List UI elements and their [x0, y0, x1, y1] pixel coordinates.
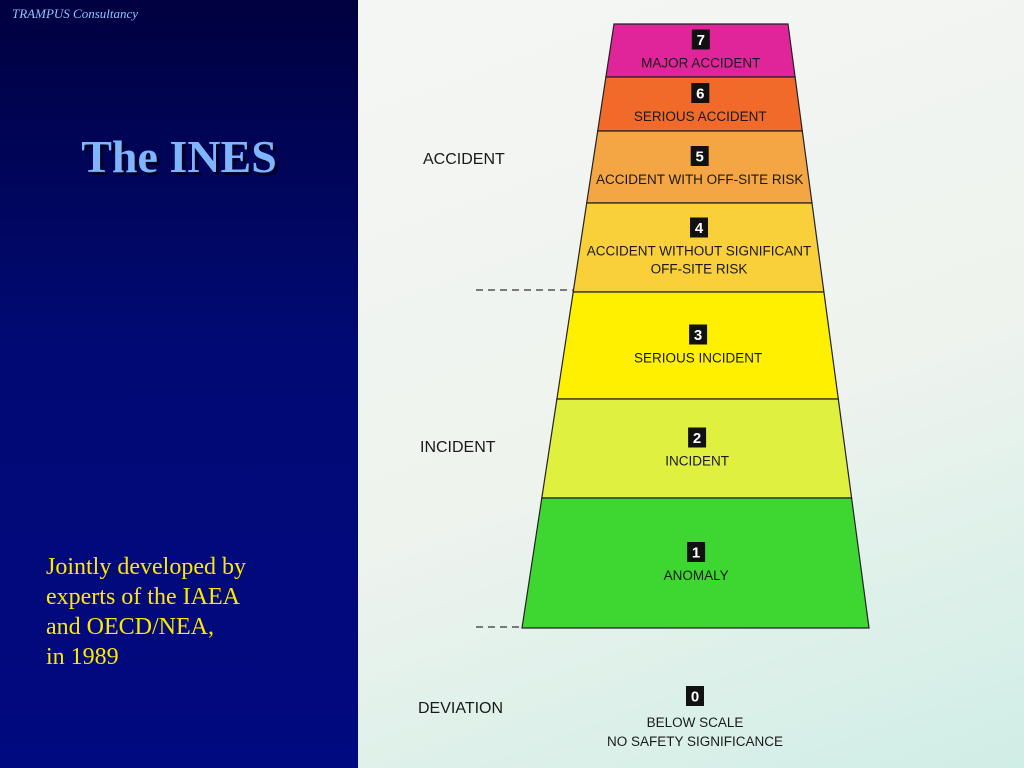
- level-4-label: OFF-SITE RISK: [651, 262, 748, 277]
- level-2-number-box: [688, 427, 707, 448]
- history-note-line: in 1989: [46, 644, 119, 670]
- history-note-line: and OECD/NEA,: [46, 614, 214, 640]
- deviation-category-label: DEVIATION: [418, 700, 503, 717]
- level-3-number-box: [689, 324, 708, 345]
- level-6-label: SERIOUS ACCIDENT: [634, 109, 767, 124]
- level-6-number: 6: [696, 86, 704, 103]
- level-7-number: 7: [697, 32, 705, 49]
- level-4-number: 4: [695, 220, 704, 237]
- history-note-line: Jointly developed by: [46, 554, 246, 580]
- level-5-number: 5: [696, 149, 704, 166]
- incident-category-label: INCIDENT: [420, 439, 496, 456]
- slide-title: The INES: [81, 131, 277, 182]
- level-7-label: MAJOR ACCIDENT: [641, 56, 760, 71]
- level-5-label: ACCIDENT WITH OFF-SITE RISK: [596, 172, 804, 187]
- level-2-number: 2: [693, 430, 701, 447]
- level-1-band: [521, 497, 870, 629]
- level-5-number-box: [690, 146, 709, 166]
- level-1-label: ANOMALY: [664, 568, 729, 583]
- history-note-line: experts of the IAEA: [46, 584, 240, 610]
- level-2-label: INCIDENT: [665, 454, 729, 469]
- level-0-label: NO SAFETY SIGNIFICANCE: [607, 734, 783, 749]
- level-0-number-box: [686, 686, 704, 706]
- level-5-band: [586, 130, 813, 204]
- level-1-number-box: [687, 542, 706, 562]
- level-6-number-box: [691, 83, 710, 103]
- accident-category-label: ACCIDENT: [423, 151, 505, 168]
- level-0-number: 0: [691, 689, 699, 706]
- left-panel: TRAMPUS Consultancy The INES Jointly dev…: [0, 0, 358, 768]
- level-2-band: [541, 398, 853, 499]
- level-1-number: 1: [692, 545, 700, 562]
- level-3-band: [556, 291, 839, 400]
- history-note: Jointly developed by experts of the IAEA…: [46, 552, 346, 672]
- brand-label: TRAMPUS Consultancy: [12, 6, 139, 21]
- level-4-number-box: [690, 217, 708, 238]
- level-7-number-box: [691, 29, 710, 50]
- level-4-label: ACCIDENT WITHOUT SIGNIFICANT: [587, 244, 812, 259]
- level-3-number: 3: [694, 327, 702, 344]
- level-3-label: SERIOUS INCIDENT: [634, 351, 762, 366]
- level-0-label: BELOW SCALE: [647, 715, 744, 730]
